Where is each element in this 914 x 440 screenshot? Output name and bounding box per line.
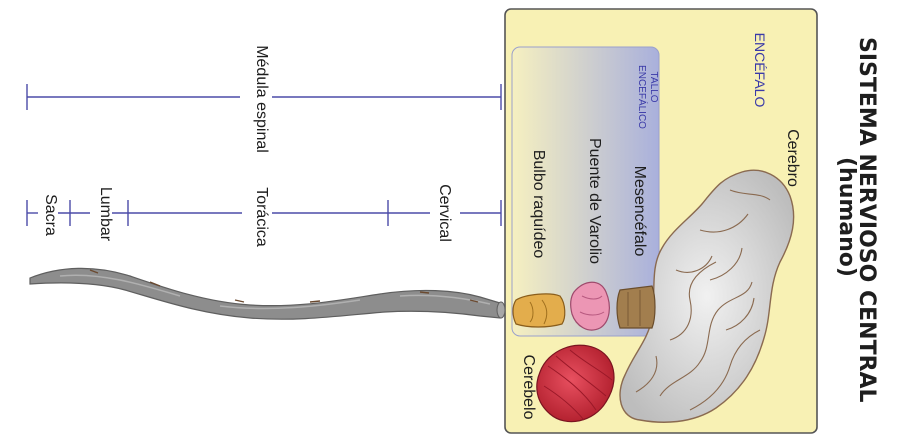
tallo-label-line1: TALLO	[647, 57, 659, 117]
medula-label: Médula espinal	[251, 39, 271, 159]
region-toracica: Torácica	[251, 172, 271, 262]
bulbo-label: Bulbo raquídeo	[528, 144, 548, 264]
bulbo-shape	[513, 294, 565, 327]
mesencefalo-shape	[617, 286, 655, 328]
cerebelo-label: Cerebelo	[518, 349, 538, 425]
region-cervical: Cervical	[434, 173, 454, 253]
tallo-label-line2: ENCEFÁLICO	[635, 57, 647, 137]
mesencefalo-label: Mesencéfalo	[629, 156, 649, 266]
encefalo-label: ENCÉFALO	[751, 20, 769, 120]
cerebro-label: Cerebro	[782, 123, 802, 193]
puente-label: Puente de Varolio	[584, 131, 604, 271]
region-lumbar: Lumbar	[95, 174, 115, 254]
region-sacra: Sacra	[40, 185, 60, 245]
puente-shape	[571, 282, 610, 330]
title-line2: (humano)	[831, 137, 861, 297]
spinal-cord	[30, 268, 505, 319]
